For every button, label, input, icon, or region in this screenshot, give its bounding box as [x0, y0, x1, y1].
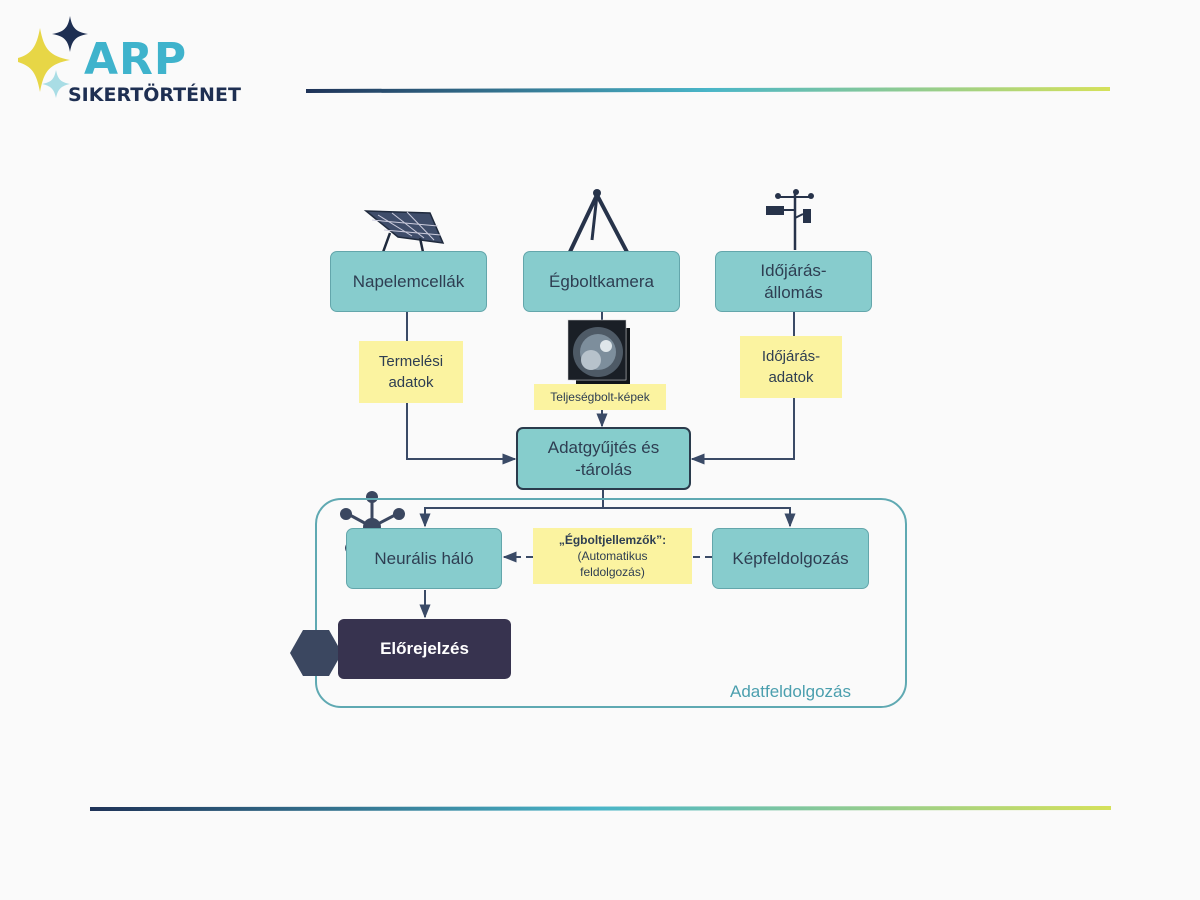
production-data-line1: Termelési — [378, 353, 444, 370]
forecast-label: Előrejelzés — [380, 639, 469, 658]
forecast-hexagon-icon — [290, 630, 342, 676]
sky-images-label: Teljeségbolt-képek — [534, 384, 666, 410]
sky-camera-label: Égboltkamera — [549, 271, 654, 291]
sky-features-line3: feldolgozás) — [580, 565, 645, 579]
sky-images-text: Teljeségbolt-képek — [550, 390, 650, 404]
weather-station-label-line1: Időjárás- — [760, 260, 827, 280]
sky-features-label: „Égboltjellemzők”: (Automatikus feldolgo… — [533, 528, 692, 584]
solar-panel-icon — [363, 210, 445, 256]
weather-data-label: Időjárás- adatok — [740, 336, 842, 398]
production-data-line2: adatok — [388, 374, 434, 391]
connector-hub-to-ip — [603, 507, 796, 528]
logo-brand: ARP — [84, 34, 188, 85]
neural-network-node: Neurális háló — [346, 528, 502, 589]
connector-hub-to-nn — [419, 507, 603, 528]
weather-data-line1: Időjárás- — [761, 348, 821, 365]
production-data-label: Termelési adatok — [359, 341, 463, 403]
star-icon — [18, 16, 88, 98]
sky-image-stack-icon — [567, 319, 630, 384]
weather-data-line2: adatok — [768, 369, 814, 386]
solar-cells-node: Napelemcellák — [330, 251, 487, 312]
forecast-node: Előrejelzés — [338, 619, 511, 679]
data-processing-group — [315, 498, 907, 708]
sky-camera-node: Égboltkamera — [523, 251, 680, 312]
image-processing-label: Képfeldolgozás — [732, 548, 849, 568]
data-collection-node: Adatgyűjtés és -tárolás — [516, 427, 691, 490]
weather-station-icon — [766, 189, 814, 250]
data-processing-title: Adatfeldolgozás — [730, 682, 851, 701]
solar-cells-label: Napelemcellák — [352, 271, 465, 291]
weather-station-label-line2: állomás — [764, 282, 823, 302]
frame-bottom — [89, 806, 1112, 811]
arp-logo: ARP SIKERTÖRTÉNET — [18, 14, 268, 114]
data-collection-line1: Adatgyűjtés és — [547, 437, 660, 457]
logo-subtitle: SIKERTÖRTÉNET — [68, 84, 241, 106]
frame-top — [305, 87, 1111, 93]
neural-network-label: Neurális háló — [374, 548, 474, 568]
image-processing-node: Képfeldolgozás — [712, 528, 869, 589]
tripod-camera-icon — [566, 189, 629, 257]
sky-features-line2: (Automatikus — [577, 549, 648, 563]
sky-features-title: „Égboltjellemzők”: — [558, 533, 667, 547]
weather-station-node: Időjárás- állomás — [715, 251, 872, 312]
data-collection-line2: -tárolás — [575, 459, 632, 479]
